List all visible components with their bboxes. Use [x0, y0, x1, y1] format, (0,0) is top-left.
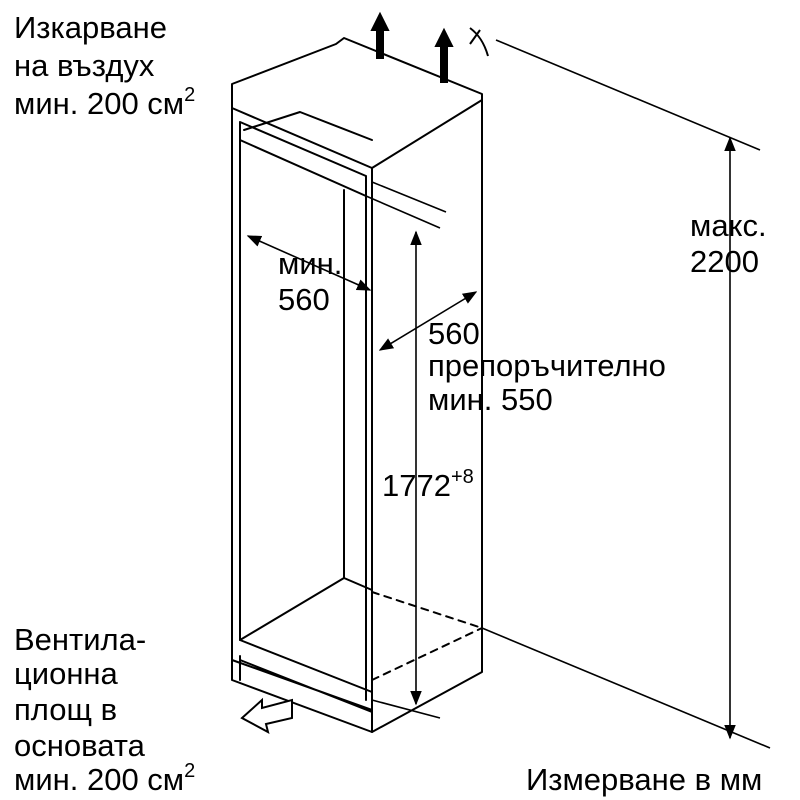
- vent-label-line3: площ в: [14, 692, 118, 727]
- depth-label-line3: мин. 550: [428, 382, 553, 417]
- exhaust-area-value: мин. 200 см: [14, 86, 185, 121]
- vent-area-unit-sup: 2: [184, 760, 196, 782]
- width-label-line1: мин.: [278, 246, 343, 281]
- height-tolerance: +8: [450, 466, 474, 488]
- exhaust-area-unit-sup: 2: [184, 84, 196, 106]
- depth-dimension-line: [378, 291, 478, 351]
- bottom-platform: [231, 577, 373, 713]
- vent-area-value: мин. 200 см: [14, 762, 185, 797]
- height-extension-bottom: [371, 699, 441, 719]
- exhaust-arrows: [370, 11, 454, 83]
- vent-label-line2: ционна: [14, 656, 118, 691]
- exhaust-label-line1: Изкарване: [14, 10, 167, 45]
- width-dimension-line: [246, 235, 372, 291]
- vent-label-line4: основата: [14, 728, 145, 763]
- niche-right-edge: [371, 99, 483, 733]
- exhaust-label-line2: на въздух: [14, 48, 155, 83]
- ceiling-symbol-icon: [469, 27, 489, 57]
- depth-label-line2: препоръчително: [428, 348, 666, 383]
- inner-frame-top: [239, 121, 367, 701]
- intake-arrow-icon: [240, 697, 293, 734]
- vent-label-line1: Вентила-: [14, 622, 147, 657]
- max-extension-bottom: [481, 627, 771, 749]
- bottom-dashed: [371, 591, 483, 681]
- depth-label-line1: 560: [428, 316, 480, 351]
- exhaust-arrow-icon: [434, 27, 454, 83]
- niche-outline: [231, 107, 373, 733]
- exhaust-label-line3: мин. 200 см2: [14, 84, 196, 122]
- height-extension-top: [365, 195, 441, 229]
- max-height-label-line1: макс.: [690, 208, 767, 243]
- units-label: Измерване в мм: [526, 762, 763, 797]
- depth-extension: [371, 181, 447, 213]
- height-label: 1772+8: [382, 466, 474, 504]
- width-label-line2: 560: [278, 282, 330, 317]
- top-shelf: [243, 111, 373, 141]
- exhaust-arrow-icon: [370, 11, 390, 59]
- vent-label-line5: мин. 200 см2: [14, 760, 196, 798]
- max-extension-top: [495, 39, 761, 151]
- height-value: 1772: [382, 468, 451, 503]
- top-collar: [231, 37, 483, 169]
- max-height-label-line2: 2200: [690, 244, 759, 279]
